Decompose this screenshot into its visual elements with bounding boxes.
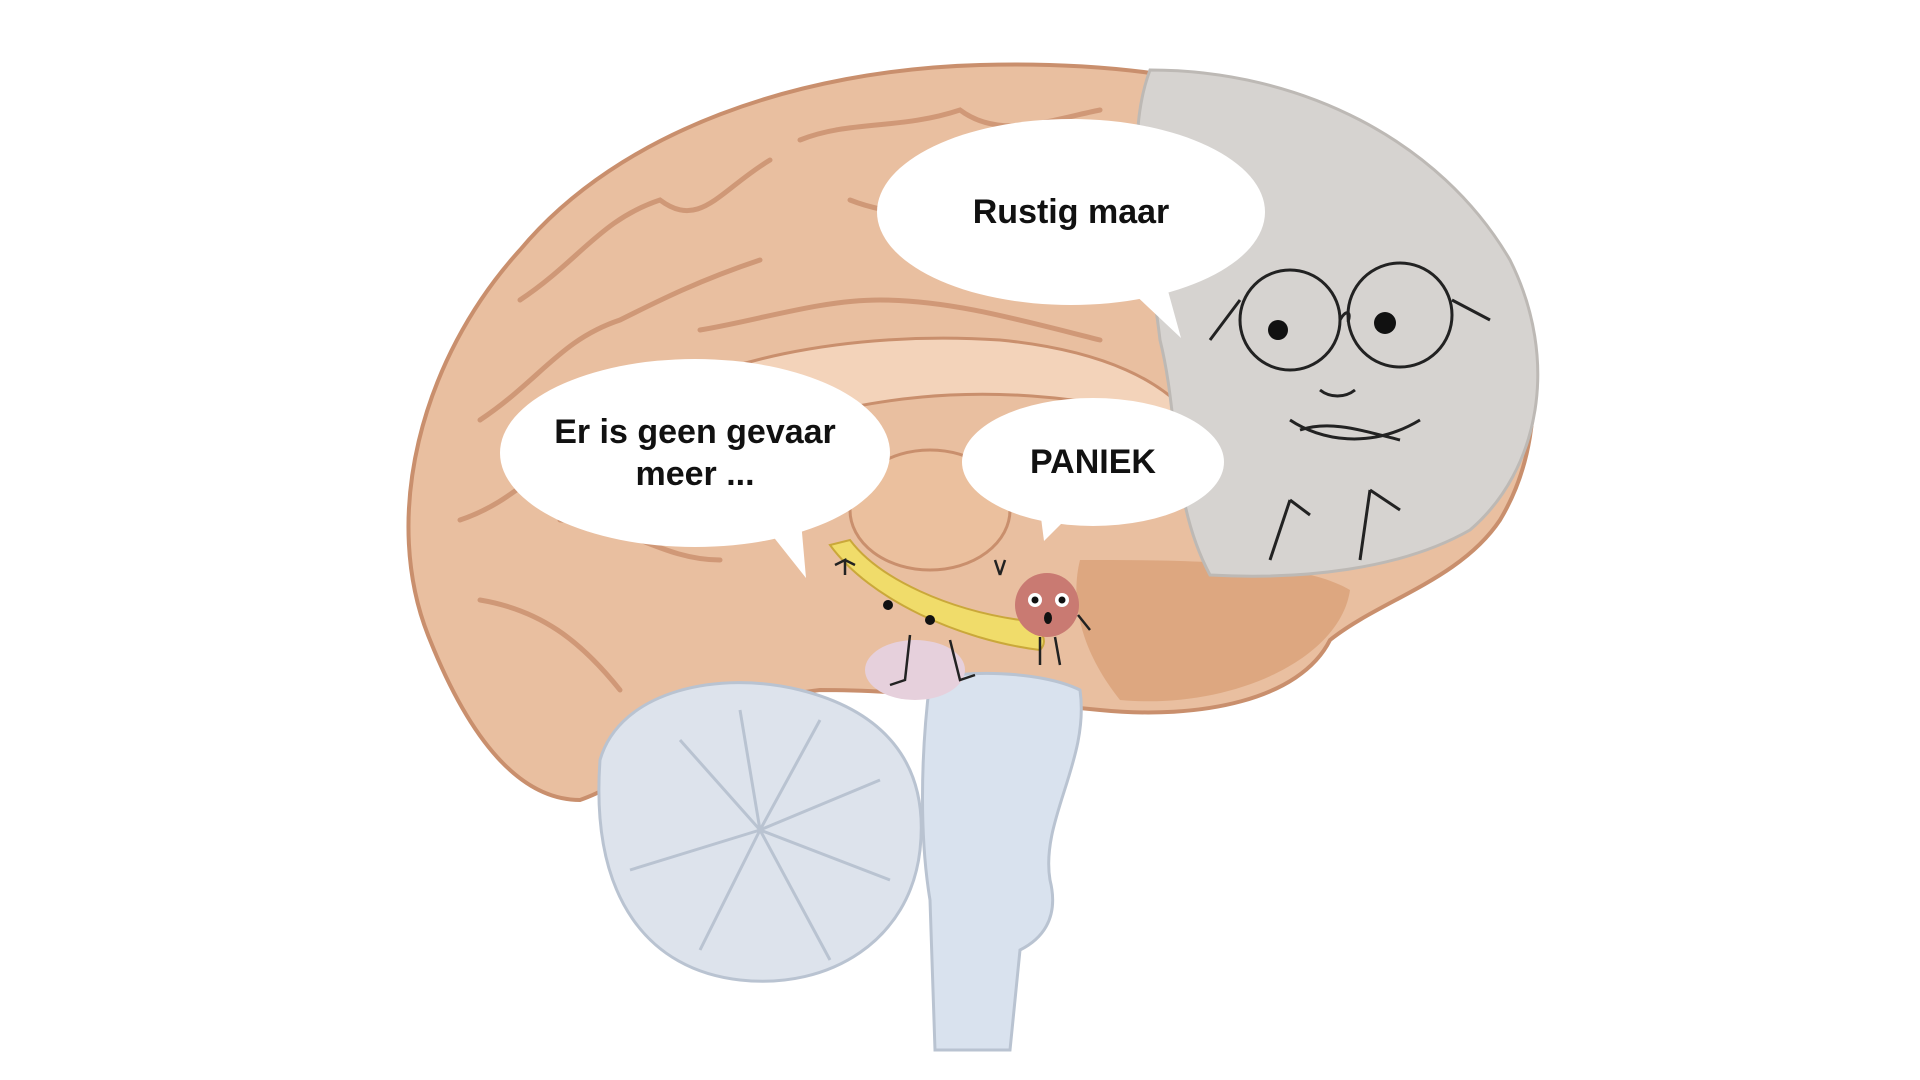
brainstem (921, 671, 1083, 1052)
face-eye-right (1374, 312, 1396, 334)
bubble-line-2: meer ... (635, 455, 755, 493)
speech-bubbles (500, 119, 1265, 578)
temporal-lobe (1076, 560, 1350, 702)
bubble-geen-gevaar: Er is geen gevaar meer ... (554, 411, 836, 495)
bubble-line-1: Er is geen gevaar (554, 413, 836, 451)
cerebellum-folia (629, 709, 891, 961)
bubble-rustig-maar: Rustig maar (972, 193, 1170, 231)
bubble-paniek: PANIEK (1030, 443, 1156, 481)
face-eye-left (1268, 320, 1288, 340)
prefrontal-face (1208, 261, 1491, 561)
amygdala-character (1015, 573, 1079, 637)
pons-pink (865, 640, 965, 700)
